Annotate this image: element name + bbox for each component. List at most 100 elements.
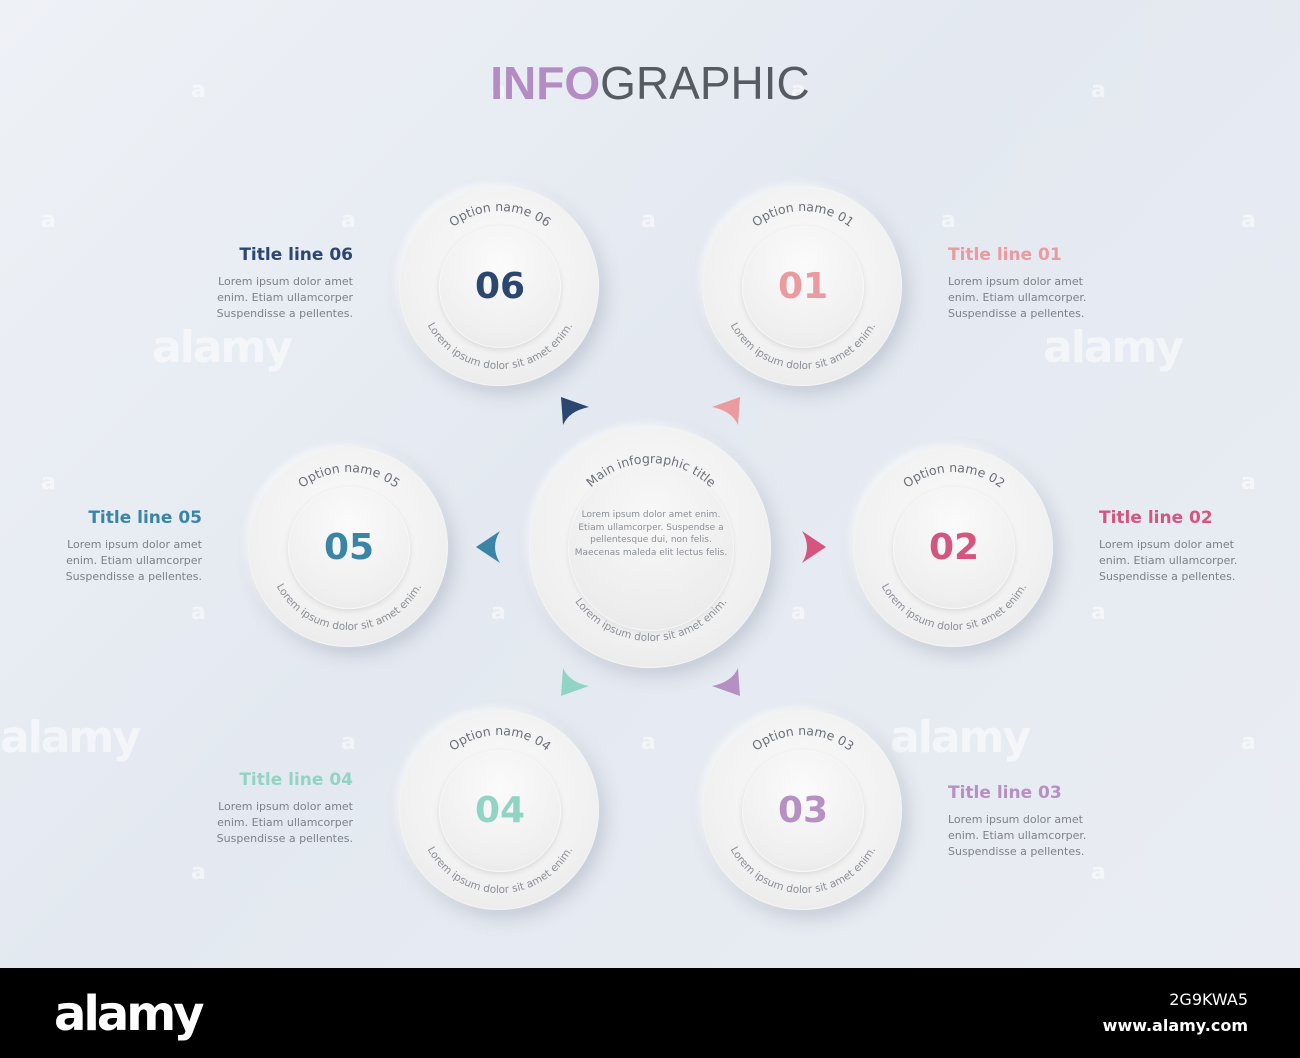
text-block-05: Title line 05 Lorem ipsum dolor amet enim.… — [2, 508, 202, 585]
option-number: 04 — [474, 790, 526, 831]
center-ring-text: Main infographic title Lorem ipsum dolor… — [572, 451, 729, 644]
description-line: enim. Etiam ullamcorper. — [948, 829, 1087, 842]
watermark-letter: a — [41, 470, 56, 495]
watermark-letter: a — [491, 78, 506, 103]
option-inner-disc — [439, 226, 561, 348]
text-block-04: Title line 04 Lorem ipsum dolor amet enim.… — [153, 770, 353, 847]
watermark-letter: a — [341, 730, 356, 755]
title-accent: INFO — [490, 57, 601, 109]
watermark-logo: alamy — [0, 712, 141, 763]
option-title: Title line 06 — [239, 245, 353, 265]
watermark-letter: a — [341, 208, 356, 233]
option-description: Lorem ipsum dolor amet enim. Etiam ullamc… — [2, 537, 202, 585]
footer-image-id: 2G9KWA5 — [1169, 990, 1248, 1009]
watermark-letter: a — [1091, 78, 1106, 103]
center-circle: Main infographic title Lorem ipsum dolor… — [529, 426, 771, 668]
watermark-letter: a — [1091, 600, 1106, 625]
svg-text:Lorem ipsum dolor sit amet eni: Lorem ipsum dolor sit amet enim. — [572, 596, 729, 644]
watermark-letter: a — [641, 730, 656, 755]
watermark-letter: a — [191, 78, 206, 103]
description-line: Suspendisse a pellentes. — [948, 307, 1085, 320]
page-title: INFOGRAPHIC — [0, 56, 1300, 110]
center-title: Main infographic title — [583, 451, 719, 490]
description-line: Lorem ipsum dolor amet — [67, 538, 202, 551]
option-number: 02 — [928, 527, 980, 568]
description-line: Lorem ipsum dolor amet — [1099, 538, 1234, 551]
svg-text:Main infographic title: Main infographic title — [583, 451, 719, 490]
option-title: Title line 01 — [948, 245, 1062, 265]
arrow-06 — [559, 393, 591, 425]
description-line: Lorem ipsum dolor amet — [218, 800, 353, 813]
center-footer: Lorem ipsum dolor sit amet enim. — [572, 596, 729, 644]
option-title: Title line 05 — [88, 508, 202, 528]
description-line: Suspendisse a pellentes. — [65, 570, 202, 583]
option-inner-disc — [742, 226, 864, 348]
option-number: 03 — [777, 790, 829, 831]
arrow-01 — [710, 393, 742, 425]
watermark-letter: a — [641, 208, 656, 233]
description-line: enim. Etiam ullamcorper. — [948, 291, 1087, 304]
description-line: Suspendisse a pellentes. — [1099, 570, 1236, 583]
option-inner-disc — [439, 750, 561, 872]
arrow-02 — [800, 531, 832, 563]
text-block-02: Title line 02 Lorem ipsum dolor amet enim.… — [1099, 508, 1299, 585]
arrow-03 — [710, 668, 742, 700]
option-inner-disc — [288, 487, 410, 609]
description-line: Suspendisse a pellentes. — [216, 307, 353, 320]
option-title: Title line 03 — [948, 783, 1062, 803]
option-inner-disc — [893, 487, 1015, 609]
description-line: Lorem ipsum dolor amet — [218, 275, 353, 288]
watermark-letter: a — [491, 600, 506, 625]
center-inner-disc — [568, 465, 734, 631]
text-block-01: Title line 01 Lorem ipsum dolor amet enim.… — [948, 245, 1148, 322]
description-line: Lorem ipsum dolor amet — [948, 275, 1083, 288]
watermark-letter: a — [941, 208, 956, 233]
option-number: 01 — [777, 266, 829, 307]
description-line: Suspendisse a pellentes. — [948, 845, 1085, 858]
footer-url: www.alamy.com — [1102, 1016, 1248, 1035]
option-title: Title line 04 — [239, 770, 353, 790]
description-line: enim. Etiam ullamcorper — [217, 816, 353, 829]
option-inner-disc — [742, 750, 864, 872]
description-line: enim. Etiam ullamcorper — [66, 554, 202, 567]
option-description: Lorem ipsum dolor amet enim. Etiam ullamc… — [1099, 537, 1299, 585]
text-block-06: Title line 06 Lorem ipsum dolor amet enim.… — [153, 245, 353, 322]
option-number: 06 — [474, 266, 526, 307]
option-description: Lorem ipsum dolor amet enim. Etiam ullamc… — [153, 274, 353, 322]
center-body-text: Lorem ipsum dolor amet enim. Etiam ullam… — [574, 510, 728, 558]
infographic-canvas: a a a a a a a a a alamy alamy alamy a a … — [0, 0, 1300, 968]
description-line: enim. Etiam ullamcorper — [217, 291, 353, 304]
description-line: Suspendisse a pellentes. — [216, 832, 353, 845]
watermark-letter: a — [1241, 730, 1256, 755]
watermark-letter: a — [1091, 860, 1106, 885]
watermark-footer: alamy 2G9KWA5 www.alamy.com — [0, 968, 1300, 1058]
description-line: enim. Etiam ullamcorper. — [1099, 554, 1238, 567]
watermark-logo: alamy — [890, 712, 1031, 763]
watermark-letter: a — [791, 78, 806, 103]
option-title: Title line 02 — [1099, 508, 1213, 528]
title-main: GRAPHIC — [600, 57, 810, 109]
watermark-logo: alamy — [1043, 322, 1184, 373]
watermark-letter: a — [191, 860, 206, 885]
option-description: Lorem ipsum dolor amet enim. Etiam ullamc… — [153, 799, 353, 847]
option-description: Lorem ipsum dolor amet enim. Etiam ullamc… — [948, 274, 1148, 322]
watermark-letter: a — [1241, 470, 1256, 495]
option-number: 05 — [323, 527, 375, 568]
watermark-letter: a — [791, 600, 806, 625]
watermark-letter: a — [41, 208, 56, 233]
footer-logo: alamy — [54, 986, 205, 1042]
option-description: Lorem ipsum dolor amet enim. Etiam ullamc… — [948, 812, 1148, 860]
description-line: Lorem ipsum dolor amet — [948, 813, 1083, 826]
arrow-05 — [472, 531, 504, 563]
arrow-04 — [559, 668, 591, 700]
